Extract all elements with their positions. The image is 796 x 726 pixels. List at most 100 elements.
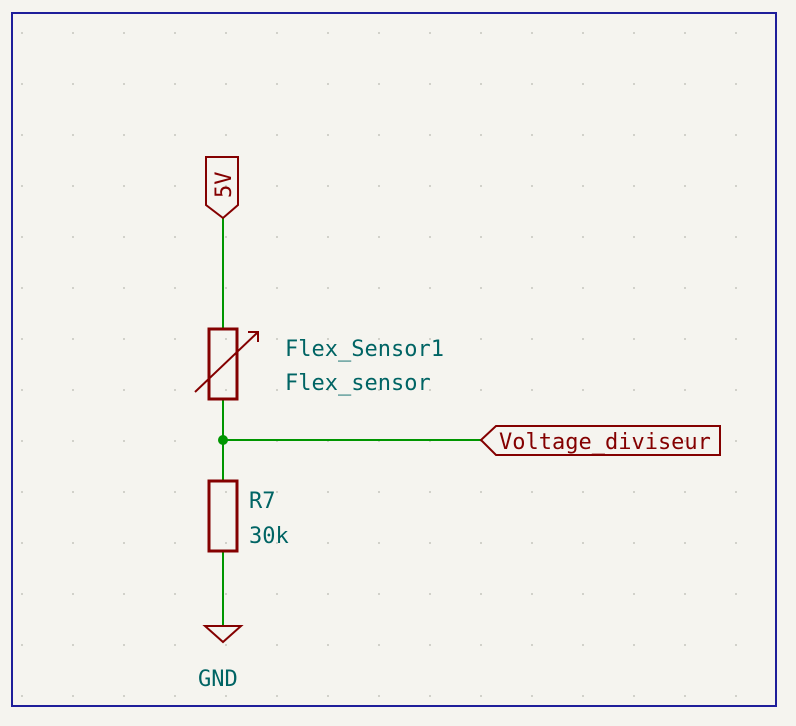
grid-dot xyxy=(633,185,635,187)
grid-dot xyxy=(633,389,635,391)
grid-dot xyxy=(429,134,431,136)
flex-sensor-reference: Flex_Sensor1 xyxy=(285,337,444,362)
grid-dot xyxy=(72,542,74,544)
grid-dot xyxy=(429,593,431,595)
grid-dot xyxy=(582,134,584,136)
grid-dot xyxy=(429,695,431,697)
grid-dot xyxy=(684,440,686,442)
grid-dot xyxy=(684,32,686,34)
grid-dot xyxy=(174,338,176,340)
grid-dot xyxy=(72,389,74,391)
grid-dot xyxy=(123,695,125,697)
grid-dot xyxy=(429,185,431,187)
grid-dot xyxy=(531,236,533,238)
grid-dot xyxy=(582,491,584,493)
grid-dot xyxy=(21,134,23,136)
grid-dot xyxy=(429,491,431,493)
grid-dot xyxy=(174,593,176,595)
grid-dot xyxy=(378,32,380,34)
wires xyxy=(222,218,481,625)
grid-dot xyxy=(327,542,329,544)
grid-dot xyxy=(582,185,584,187)
grid-dot xyxy=(174,695,176,697)
grid-dot xyxy=(276,695,278,697)
grid-dot xyxy=(174,389,176,391)
grid-dot xyxy=(735,287,737,289)
grid-dot xyxy=(378,491,380,493)
grid-dot xyxy=(531,593,533,595)
grid-dot xyxy=(429,338,431,340)
grid-dot xyxy=(480,287,482,289)
grid-dot xyxy=(735,542,737,544)
grid-dot xyxy=(327,236,329,238)
grid-dot xyxy=(582,644,584,646)
grid-dot xyxy=(72,644,74,646)
ground-symbol[interactable]: GND xyxy=(198,625,244,692)
resistor-r7-component[interactable]: R7 30k xyxy=(207,479,289,553)
grid-dot xyxy=(123,287,125,289)
grid-dot xyxy=(327,695,329,697)
grid-dot xyxy=(123,32,125,34)
grid-dot xyxy=(378,134,380,136)
power-5v-symbol[interactable]: 5V xyxy=(205,156,239,220)
grid-dot xyxy=(276,644,278,646)
grid-dot xyxy=(72,185,74,187)
grid-dot xyxy=(225,338,227,340)
grid-dot xyxy=(531,83,533,85)
grid-dot xyxy=(225,83,227,85)
grid-dot xyxy=(225,542,227,544)
grid-dot xyxy=(378,83,380,85)
grid-dot xyxy=(327,593,329,595)
grid-dot xyxy=(480,236,482,238)
grid-dot xyxy=(684,389,686,391)
grid-dot xyxy=(72,491,74,493)
flex-sensor-component[interactable]: Flex_Sensor1 Flex_sensor xyxy=(194,327,444,401)
grid-dot xyxy=(21,593,23,595)
grid-dot xyxy=(327,83,329,85)
grid-dot xyxy=(582,83,584,85)
grid-dot xyxy=(123,236,125,238)
grid-dot xyxy=(633,593,635,595)
grid-dot xyxy=(735,185,737,187)
grid-dot xyxy=(72,83,74,85)
grid-dot xyxy=(735,134,737,136)
grid-dot xyxy=(378,185,380,187)
grid-dot xyxy=(276,389,278,391)
grid-dot xyxy=(684,236,686,238)
grid-dot xyxy=(225,593,227,595)
grid-dot xyxy=(21,389,23,391)
grid-dot xyxy=(174,287,176,289)
grid-dot xyxy=(735,695,737,697)
resistor-icon xyxy=(207,479,239,553)
variable-arrow-icon xyxy=(194,331,259,393)
grid-dot xyxy=(735,338,737,340)
grid-dot xyxy=(735,491,737,493)
grid-dot xyxy=(429,644,431,646)
grid-dot xyxy=(327,644,329,646)
grid-dot xyxy=(174,440,176,442)
grid-dot xyxy=(327,134,329,136)
grid-dot xyxy=(378,287,380,289)
grid-dot xyxy=(21,287,23,289)
net-label-voltage-diviseur[interactable]: Voltage_diviseur xyxy=(479,425,721,456)
grid-dot xyxy=(225,389,227,391)
grid-dot xyxy=(276,593,278,595)
grid-dot xyxy=(735,593,737,595)
grid-dot xyxy=(327,185,329,187)
grid-dot xyxy=(429,236,431,238)
grid-dot xyxy=(429,389,431,391)
grid-dot xyxy=(582,32,584,34)
grid-dot xyxy=(633,83,635,85)
grid-dot xyxy=(429,83,431,85)
grid-dot xyxy=(633,287,635,289)
grid-dot xyxy=(735,389,737,391)
grid-dot xyxy=(684,134,686,136)
grid-dot xyxy=(582,440,584,442)
grid-dot xyxy=(684,542,686,544)
grid-dot xyxy=(531,695,533,697)
grid-dot xyxy=(174,542,176,544)
grid-dot xyxy=(174,134,176,136)
grid-dot xyxy=(684,644,686,646)
grid-dot xyxy=(531,185,533,187)
